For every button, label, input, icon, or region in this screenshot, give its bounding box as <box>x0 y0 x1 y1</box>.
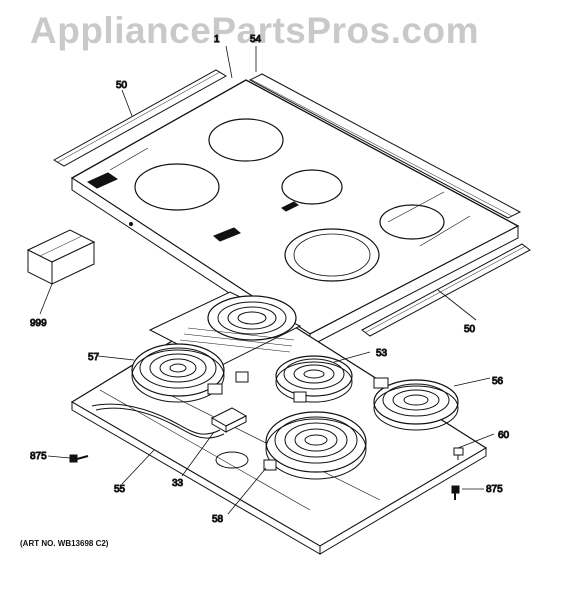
trim-strip-front <box>361 243 531 337</box>
heating-element-right <box>373 377 459 431</box>
limit-switch <box>210 407 248 433</box>
callouts: 1 54 50 50 999 57 53 56 60 875 875 55 33… <box>30 34 511 526</box>
heating-element-left <box>131 343 249 403</box>
callout-875-right: 875 <box>486 484 503 495</box>
leader-lines <box>39 45 495 515</box>
kit-box <box>26 229 96 285</box>
callout-57: 57 <box>88 352 100 363</box>
callout-999: 999 <box>30 318 47 329</box>
callout-53: 53 <box>376 348 388 359</box>
heating-element-front <box>263 411 367 480</box>
callout-56: 56 <box>492 376 504 387</box>
callout-55: 55 <box>114 484 126 495</box>
screw-right <box>451 485 460 500</box>
wiring-harness <box>91 403 225 439</box>
art-number: (ART NO. WB13698 C2) <box>20 539 109 548</box>
callout-60: 60 <box>498 430 510 441</box>
trim-strip-left <box>53 69 227 167</box>
callout-50-left: 50 <box>116 80 128 91</box>
callout-875-left: 875 <box>30 451 47 462</box>
screw-left <box>69 454 89 463</box>
callout-1: 1 <box>214 34 220 45</box>
callout-54: 54 <box>250 34 262 45</box>
heating-element-center <box>275 355 353 403</box>
callout-50-front: 50 <box>464 324 476 335</box>
watermark: AppliancePartsPros.com <box>30 10 479 51</box>
trim-strip-rear <box>248 73 522 219</box>
callout-58: 58 <box>212 514 224 525</box>
callout-33: 33 <box>172 478 184 489</box>
